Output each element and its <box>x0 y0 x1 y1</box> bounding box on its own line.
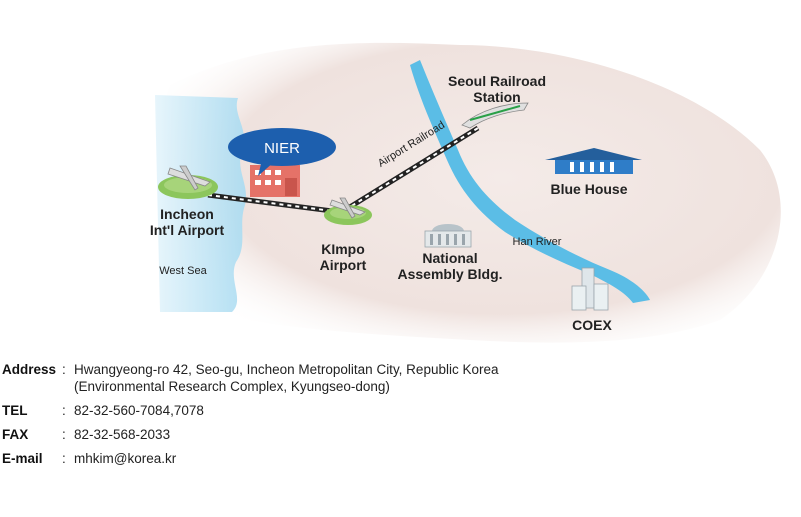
seoul-station-label-2: Station <box>473 89 520 105</box>
nier-marker: NIER <box>228 128 336 176</box>
han-river-label: Han River <box>513 236 562 248</box>
address-line1: Hwangyeong-ro 42, Seo-gu, Incheon Metrop… <box>74 362 499 377</box>
fax-row: FAX : 82-32-568-2033 <box>2 426 792 443</box>
incheon-airport-label-1: Incheon <box>160 206 214 222</box>
kimpo-airport-icon <box>324 197 372 225</box>
national-assembly-icon <box>424 224 472 248</box>
email-value[interactable]: mhkim@korea.kr <box>74 451 177 466</box>
incheon-airport-label-2: Int'l Airport <box>150 222 225 238</box>
nier-label: NIER <box>264 140 300 157</box>
west-sea <box>155 95 247 312</box>
address-line2: (Environmental Research Complex, Kyungse… <box>74 379 390 394</box>
coex-label: COEX <box>572 317 612 333</box>
location-map: NIER Seoul Railroad Station Airport Rail… <box>150 42 781 343</box>
incheon-airport-icon <box>158 165 218 199</box>
national-assembly-label-2: Assembly Bldg. <box>397 266 502 282</box>
national-assembly-label-1: National <box>422 250 477 266</box>
seoul-station-label-1: Seoul Railroad <box>448 73 546 89</box>
kimpo-airport-label-1: KImpo <box>321 241 365 257</box>
tel-label: TEL <box>2 403 28 418</box>
contact-info: Address : Hwangyeong-ro 42, Seo-gu, Inch… <box>2 361 792 474</box>
train-icon <box>461 102 529 129</box>
blue-house-icon <box>545 148 642 174</box>
tel-row: TEL : 82-32-560-7084,7078 <box>2 402 792 419</box>
railway-line <box>207 125 480 215</box>
email-label: E-mail <box>2 451 43 466</box>
address-value: Hwangyeong-ro 42, Seo-gu, Incheon Metrop… <box>74 361 792 395</box>
address-row: Address : Hwangyeong-ro 42, Seo-gu, Inch… <box>2 361 792 395</box>
coex-icon <box>571 267 609 311</box>
address-label: Address <box>2 362 57 377</box>
fax-label: FAX <box>2 427 29 442</box>
west-sea-label: West Sea <box>159 265 207 277</box>
han-river <box>410 60 650 303</box>
blue-house-label: Blue House <box>550 181 627 197</box>
nier-building-icon <box>250 165 300 197</box>
fax-value: 82-32-568-2033 <box>74 427 171 442</box>
kimpo-airport-label-2: Airport <box>320 257 367 273</box>
email-row: E-mail : mhkim@korea.kr <box>2 450 792 467</box>
tel-value: 82-32-560-7084,7078 <box>74 403 204 418</box>
